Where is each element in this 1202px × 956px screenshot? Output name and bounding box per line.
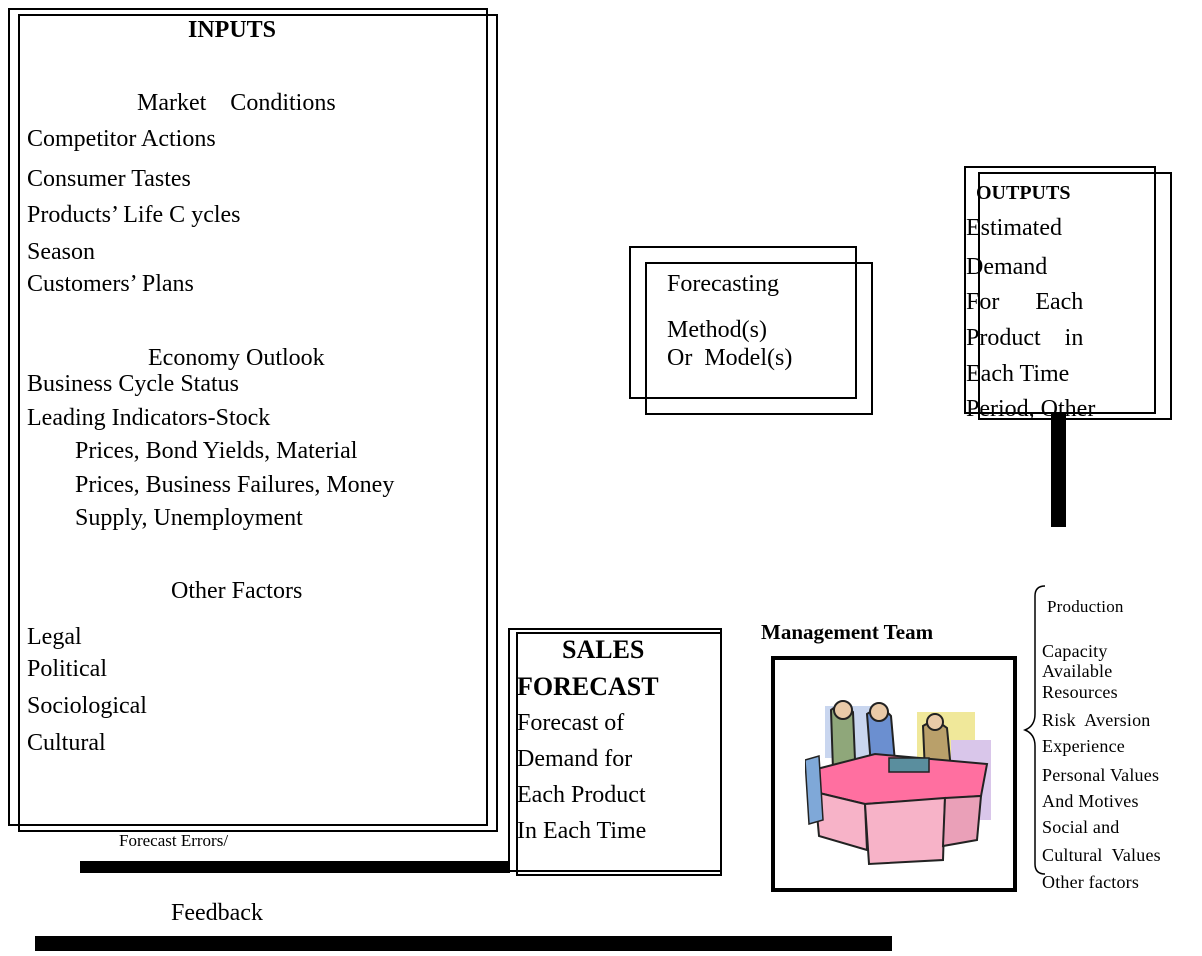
market-item: Consumer Tastes bbox=[27, 166, 191, 192]
outputs-box-frame bbox=[964, 166, 1156, 414]
method-line: Method(s) bbox=[667, 317, 767, 343]
management-factor: Resources bbox=[1042, 682, 1118, 702]
feedback-bar bbox=[35, 936, 892, 951]
management-factor: Capacity bbox=[1042, 641, 1108, 661]
other-item: Political bbox=[27, 656, 107, 682]
method-line: Forecasting bbox=[667, 271, 779, 297]
market-item: Competitor Actions bbox=[27, 126, 216, 152]
management-factor: Other factors bbox=[1042, 872, 1140, 892]
sales-line: Forecast of bbox=[517, 710, 625, 736]
outputs-line: Each Time bbox=[966, 361, 1070, 387]
inputs-box-frame bbox=[8, 8, 488, 826]
inputs-box-frame-offset bbox=[18, 14, 498, 832]
sales-line: In Each Time bbox=[517, 818, 647, 844]
management-picture-frame bbox=[771, 656, 1017, 892]
sales-line: Demand for bbox=[517, 746, 633, 772]
forecast-errors-bar bbox=[80, 861, 510, 873]
method-box-frame-offset bbox=[645, 262, 873, 415]
outputs-title: OUTPUTS bbox=[976, 182, 1071, 204]
outputs-line: For Each bbox=[966, 289, 1084, 315]
sales-line: Each Product bbox=[517, 782, 646, 808]
economy-item: Prices, Bond Yields, Material bbox=[75, 438, 358, 464]
management-factor: Experience bbox=[1042, 736, 1125, 756]
outputs-line: Product in bbox=[966, 325, 1084, 351]
market-item: Products’ Life C ycles bbox=[27, 202, 241, 228]
other-item: Cultural bbox=[27, 730, 106, 756]
market-conditions-heading: Market Conditions bbox=[137, 90, 336, 116]
forecast-errors-label: Forecast Errors/ bbox=[119, 831, 229, 850]
meeting-clipart-icon bbox=[805, 700, 991, 866]
method-line: Or Model(s) bbox=[667, 345, 793, 371]
bracket-icon bbox=[1022, 585, 1046, 875]
outputs-line: Estimated bbox=[966, 215, 1062, 241]
management-factor: Risk Aversion bbox=[1042, 710, 1151, 730]
economy-item: Business Cycle Status bbox=[27, 371, 240, 397]
feedback-label: Feedback bbox=[171, 900, 263, 926]
market-item: Customers’ Plans bbox=[27, 271, 194, 297]
outputs-line: Period, Other bbox=[966, 396, 1096, 422]
outputs-box-frame-offset bbox=[978, 172, 1172, 420]
management-title: Management Team bbox=[761, 620, 934, 644]
other-item: Legal bbox=[27, 624, 82, 650]
other-factors-heading: Other Factors bbox=[171, 578, 303, 604]
sales-title-2: FORECAST bbox=[517, 672, 659, 701]
management-factor: Personal Values bbox=[1042, 765, 1160, 785]
market-item: Season bbox=[27, 239, 95, 265]
management-factor: Cultural Values bbox=[1042, 845, 1161, 865]
management-factor: Available bbox=[1042, 661, 1113, 681]
management-factor: And Motives bbox=[1042, 791, 1139, 811]
management-factor: Social and bbox=[1042, 817, 1120, 837]
economy-item: Prices, Business Failures, Money bbox=[75, 472, 395, 498]
other-item: Sociological bbox=[27, 693, 147, 719]
management-factor: Production bbox=[1047, 597, 1124, 616]
economy-item: Supply, Unemployment bbox=[75, 505, 303, 531]
sales-box-frame-offset bbox=[516, 632, 722, 876]
outputs-line: Demand bbox=[966, 254, 1048, 280]
outputs-connector-bar bbox=[1051, 414, 1066, 527]
economy-outlook-heading: Economy Outlook bbox=[148, 345, 325, 371]
inputs-title: INPUTS bbox=[188, 17, 277, 43]
economy-item: Leading Indicators-Stock bbox=[27, 405, 271, 431]
sales-title-1: SALES bbox=[562, 635, 645, 664]
method-box-frame bbox=[629, 246, 857, 399]
